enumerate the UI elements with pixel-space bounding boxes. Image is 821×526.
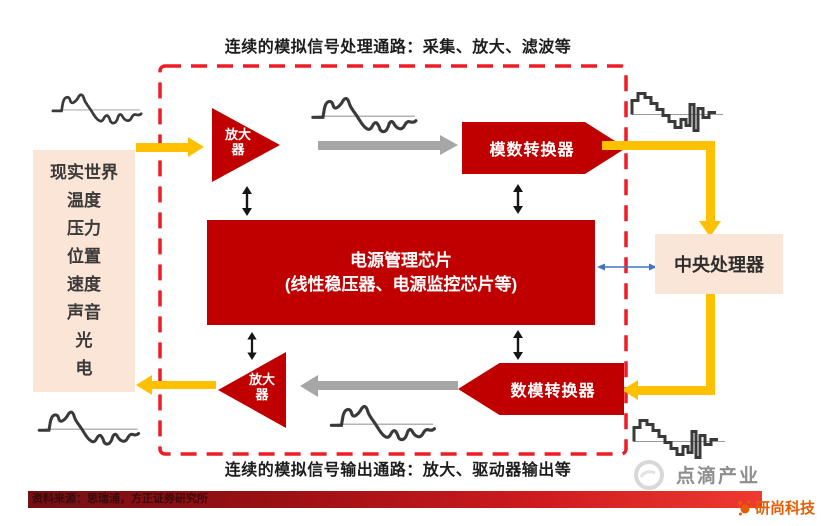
pmic-label-line1: 电源管理芯片 [350, 250, 452, 270]
amplifier-label-line1: 放大 [248, 372, 275, 387]
amplifier-bottom-label: 放大 器 [240, 372, 284, 402]
yellow-arrow-out-shaft [152, 381, 216, 389]
yellow-arrow-in-head [188, 137, 204, 157]
real-world-line: 现实世界 [50, 163, 118, 182]
yellow-arrow-in-shaft [136, 143, 188, 152]
amplifier-label-line2: 器 [255, 387, 269, 402]
real-world-line: 声音 [67, 303, 101, 322]
cpu-label: 中央处理器 [674, 255, 764, 275]
yellow-arrow-out-head [136, 375, 152, 395]
yanshang-logo-icon [738, 499, 753, 515]
dac-label: 数模转换器 [510, 383, 596, 400]
pmic-node: 电源管理芯片 (线性稳压器、电源监控芯片等) [207, 220, 595, 325]
cpu-node: 中央处理器 [655, 234, 783, 294]
yanshang-watermark: 研尚科技 [737, 497, 815, 518]
amplifier-label-line2: 器 [231, 142, 245, 157]
yellow-arrow-cpu-dac-vshaft [706, 294, 715, 390]
yellow-arrow-adc-cpu-head [699, 221, 721, 237]
analog-waveform-icon [51, 93, 143, 125]
analog-waveform-icon [329, 405, 436, 442]
real-world-line: 电 [75, 359, 93, 378]
amplifier-top-label: 放大 器 [216, 127, 260, 157]
gray-arrow-left-shaft [318, 381, 458, 390]
bottom-caption: 连续的模拟信号输出通路：放大、驱动器输出等 [224, 462, 572, 479]
real-world-line: 温度 [67, 191, 101, 210]
gray-arrow-left-head [300, 375, 318, 397]
adc-label: 模数转换器 [489, 142, 575, 159]
diandi-watermark: 点滴产业 [676, 466, 761, 487]
real-world-line: 位置 [67, 247, 101, 266]
yanshang-text: 研尚科技 [755, 500, 816, 517]
yellow-arrow-adc-cpu-hshaft [602, 141, 715, 150]
dashed-border [158, 64, 628, 456]
source-text: 资料来源：思瑞浦，方正证券研究所 [32, 493, 208, 505]
amplifier-bottom-shape [218, 352, 286, 428]
gray-arrow-right-head [440, 135, 458, 155]
double-vertical-arrow-icon [242, 186, 252, 216]
gray-arrow-right-shaft [318, 141, 440, 150]
yellow-arrow-cpu-dac-head [622, 380, 638, 400]
double-vertical-arrow-icon [513, 330, 523, 360]
analog-waveform-icon [37, 410, 141, 446]
diandi-logo-icon [634, 460, 664, 490]
pmic-label-line2: (线性稳压器、电源监控芯片等) [284, 274, 518, 294]
real-world-line: 光 [75, 331, 93, 350]
real-world-box: 现实世界 温度 压力 位置 速度 声音 光 电 [33, 150, 135, 392]
digital-waveform-icon [630, 92, 723, 132]
amplifier-top-shape [212, 108, 280, 182]
top-caption: 连续的模拟信号处理通路：采集、放大、滤波等 [224, 39, 572, 56]
double-horizontal-blue-arrow-icon [597, 263, 657, 271]
analog-waveform-icon [311, 97, 418, 134]
source-bar: 资料来源：思瑞浦，方正证券研究所 [28, 491, 762, 508]
adc-node: 模数转换器 [462, 122, 626, 174]
digital-waveform-icon [632, 419, 725, 459]
yellow-arrow-adc-cpu-vshaft [706, 141, 715, 223]
double-vertical-arrow-icon [513, 184, 523, 214]
yellow-arrow-cpu-dac-hshaft [638, 386, 715, 395]
real-world-line: 速度 [67, 275, 101, 294]
real-world-line: 压力 [67, 219, 101, 238]
amplifier-label-line1: 放大 [224, 127, 251, 142]
